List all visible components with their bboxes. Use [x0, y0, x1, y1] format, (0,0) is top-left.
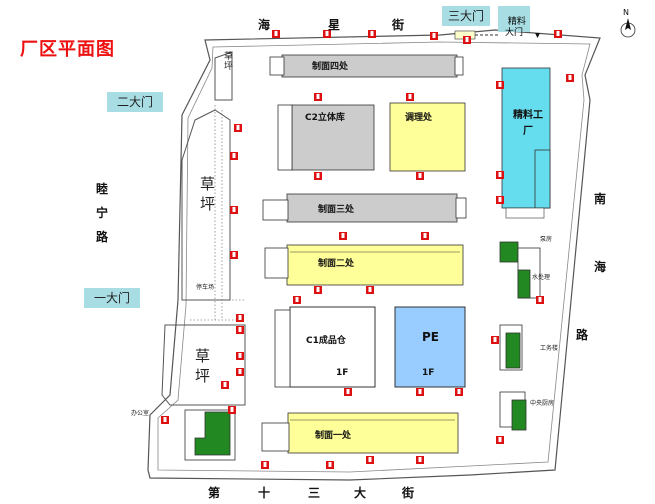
gate-material: 精料 大门 — [498, 6, 530, 38]
building-noodle-three — [262, 193, 467, 223]
exit-marker-34 — [566, 74, 574, 82]
street-north-char-1: 海 — [258, 18, 271, 32]
exit-marker-40 — [221, 381, 229, 389]
exit-marker-6 — [234, 124, 242, 132]
exit-marker-28 — [366, 456, 374, 464]
exit-marker-2 — [323, 30, 331, 38]
exit-marker-29 — [326, 461, 334, 469]
exit-marker-27 — [416, 456, 424, 464]
label-lawn-bottom: 草坪 — [195, 347, 211, 385]
exit-marker-38 — [463, 36, 471, 44]
gate-three: 三大门 — [442, 6, 490, 26]
exit-marker-12 — [236, 352, 244, 360]
exit-marker-4 — [430, 32, 438, 40]
exit-marker-20 — [421, 232, 429, 240]
exit-marker-17 — [314, 172, 322, 180]
label-utility-building: 工务楼 — [540, 345, 559, 352]
label-material-plant: 精料工厂 — [513, 110, 543, 137]
label-noodle-two: 制面二处 — [318, 259, 355, 269]
exit-marker-22 — [314, 286, 322, 294]
exit-marker-36 — [491, 336, 499, 344]
label-c1-floor: 1F — [336, 368, 349, 378]
street-north-char-3: 街 — [392, 18, 405, 32]
compass-icon — [620, 18, 636, 38]
exit-marker-19 — [339, 232, 347, 240]
street-south-char-1: 第 — [208, 486, 221, 500]
building-c2-warehouse — [277, 104, 375, 171]
label-parking-sign: 停车场 — [196, 284, 215, 291]
exit-marker-35 — [536, 296, 544, 304]
label-guard-room: 办公室 — [131, 410, 150, 417]
exit-marker-24 — [344, 388, 352, 396]
street-east-char-3: 路 — [576, 328, 589, 342]
exit-marker-31 — [496, 81, 504, 89]
street-south-char-4: 大 — [354, 486, 367, 500]
building-noodle-four — [269, 54, 464, 78]
label-noodle-four: 制面四处 — [312, 62, 349, 72]
exit-marker-13 — [236, 368, 244, 376]
building-pe — [394, 306, 466, 388]
label-lawn-top: 草 坪 — [200, 175, 216, 213]
label-noodle-three: 制面三处 — [318, 205, 355, 215]
label-c2-warehouse: C2立体库 — [305, 113, 345, 123]
exit-marker-1 — [272, 30, 280, 38]
exit-marker-18 — [416, 172, 424, 180]
building-material-plant — [501, 67, 551, 219]
building-c1-warehouse — [274, 306, 376, 388]
exit-marker-9 — [230, 251, 238, 259]
exit-marker-37 — [496, 436, 504, 444]
exit-marker-26 — [455, 388, 463, 396]
building-seasoning — [389, 102, 466, 172]
street-east-char-2: 海 — [594, 260, 607, 274]
street-east-char-1: 南 — [594, 192, 607, 206]
street-west-char-3: 路 — [96, 230, 109, 244]
label-pe: PE — [422, 330, 439, 344]
exit-marker-10 — [236, 314, 244, 322]
gate-material-label: 精料 大门 — [504, 17, 526, 38]
exit-marker-3 — [368, 30, 376, 38]
exit-marker-32 — [496, 171, 504, 179]
gate-one: 一大门 — [84, 288, 140, 308]
exit-marker-33 — [496, 196, 504, 204]
exit-markers — [161, 30, 574, 469]
label-seasoning: 调理处 — [405, 113, 433, 123]
exit-marker-25 — [416, 388, 424, 396]
street-west-char-1: 睦 — [96, 182, 109, 196]
exit-marker-7 — [230, 152, 238, 160]
label-lawn-mid: 草坪 — [224, 52, 234, 72]
street-north-char-2: 星 — [328, 18, 341, 32]
building-noodle-two — [264, 244, 464, 286]
gate-two: 二大门 — [107, 92, 163, 112]
exit-marker-39 — [161, 416, 169, 424]
street-south-char-5: 街 — [402, 486, 415, 500]
compass-label: N — [623, 8, 629, 17]
page-title: 厂区平面图 — [20, 39, 115, 60]
exit-marker-14 — [228, 406, 236, 414]
exit-marker-16 — [406, 93, 414, 101]
east-green-buildings — [499, 241, 541, 431]
exit-marker-23 — [293, 296, 301, 304]
label-pe-floor: 1F — [422, 368, 435, 378]
exit-marker-5 — [554, 30, 562, 38]
site-boundary — [147, 29, 601, 481]
label-noodle-one: 制面一处 — [315, 431, 352, 441]
guard-building — [184, 409, 236, 461]
exit-marker-8 — [230, 206, 238, 214]
street-west-char-2: 宁 — [96, 206, 109, 220]
exit-marker-30 — [261, 461, 269, 469]
building-noodle-one — [261, 412, 459, 454]
lawn-areas — [161, 51, 246, 406]
exit-marker-11 — [236, 326, 244, 334]
street-south-char-3: 三 — [308, 486, 321, 500]
street-south-char-2: 十 — [258, 486, 271, 500]
dotted-roads — [190, 105, 245, 321]
exit-marker-15 — [314, 93, 322, 101]
label-central-kitchen: 中央厨房 — [530, 400, 555, 407]
label-water-treatment: 水处理 — [532, 274, 551, 281]
label-pump-room: 泵房 — [540, 236, 553, 243]
exit-marker-21 — [366, 286, 374, 294]
label-c1-warehouse: C1成品仓 — [306, 336, 346, 346]
